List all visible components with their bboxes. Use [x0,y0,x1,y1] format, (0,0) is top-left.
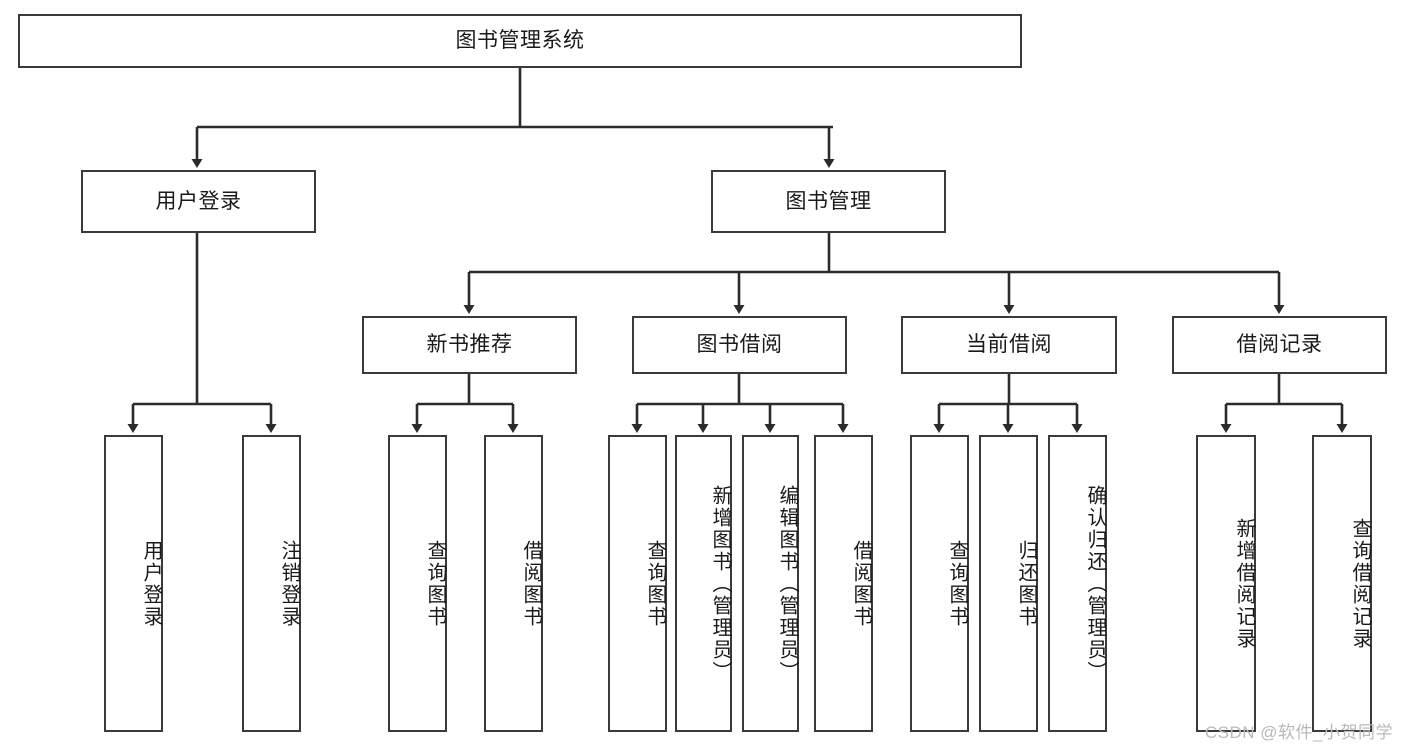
node-leaf-logout[interactable]: 注销登录 [242,435,301,732]
node-book-borrow[interactable]: 图书借阅 [632,316,847,374]
node-leaf-query-book-2-label: 查询图书 [644,539,666,628]
node-leaf-add-record-label: 新增借阅记录 [1233,517,1255,650]
node-leaf-add-book[interactable]: 新增图书（管理员） [675,435,732,732]
node-book-manage[interactable]: 图书管理 [711,170,946,233]
watermark-text: CSDN @软件_小贺同学 [1204,723,1393,742]
node-book-borrow-label: 图书借阅 [696,333,783,357]
node-leaf-query-book-3[interactable]: 查询图书 [910,435,969,732]
node-leaf-user-login-label: 用户登录 [140,539,162,628]
node-current-borrow-label: 当前借阅 [966,333,1052,357]
node-borrow-record-label: 借阅记录 [1236,333,1323,357]
node-leaf-query-book-1[interactable]: 查询图书 [388,435,447,732]
node-leaf-confirm-return-label: 确认归还（管理员） [1084,484,1106,683]
node-leaf-user-login[interactable]: 用户登录 [104,435,163,732]
node-root-label: 图书管理系统 [455,29,585,53]
node-user-login[interactable]: 用户登录 [81,170,316,233]
node-leaf-add-book-label: 新增图书（管理员） [709,484,731,683]
node-leaf-edit-book-label: 编辑图书（管理员） [776,484,798,683]
node-leaf-return-book-label: 归还图书 [1015,539,1037,628]
node-leaf-borrow-book-2-label: 借阅图书 [850,539,872,628]
node-leaf-query-book-3-label: 查询图书 [946,539,968,628]
node-new-book-rec[interactable]: 新书推荐 [362,316,577,374]
node-current-borrow[interactable]: 当前借阅 [901,316,1117,374]
node-leaf-add-record[interactable]: 新增借阅记录 [1196,435,1256,732]
node-leaf-borrow-book-2[interactable]: 借阅图书 [814,435,873,732]
node-root[interactable]: 图书管理系统 [18,14,1022,68]
node-leaf-query-record[interactable]: 查询借阅记录 [1312,435,1372,732]
node-user-login-label: 用户登录 [155,189,242,213]
node-leaf-query-book-1-label: 查询图书 [424,539,446,628]
node-leaf-query-record-label: 查询借阅记录 [1349,517,1371,650]
node-leaf-query-book-2[interactable]: 查询图书 [608,435,667,732]
node-leaf-return-book[interactable]: 归还图书 [979,435,1038,732]
node-leaf-edit-book[interactable]: 编辑图书（管理员） [742,435,799,732]
node-leaf-logout-label: 注销登录 [278,539,300,628]
node-borrow-record[interactable]: 借阅记录 [1172,316,1387,374]
node-leaf-confirm-return[interactable]: 确认归还（管理员） [1048,435,1107,732]
node-leaf-borrow-book-1[interactable]: 借阅图书 [484,435,543,732]
node-new-book-rec-label: 新书推荐 [426,333,513,357]
node-leaf-borrow-book-1-label: 借阅图书 [520,539,542,628]
node-book-manage-label: 图书管理 [785,189,872,213]
